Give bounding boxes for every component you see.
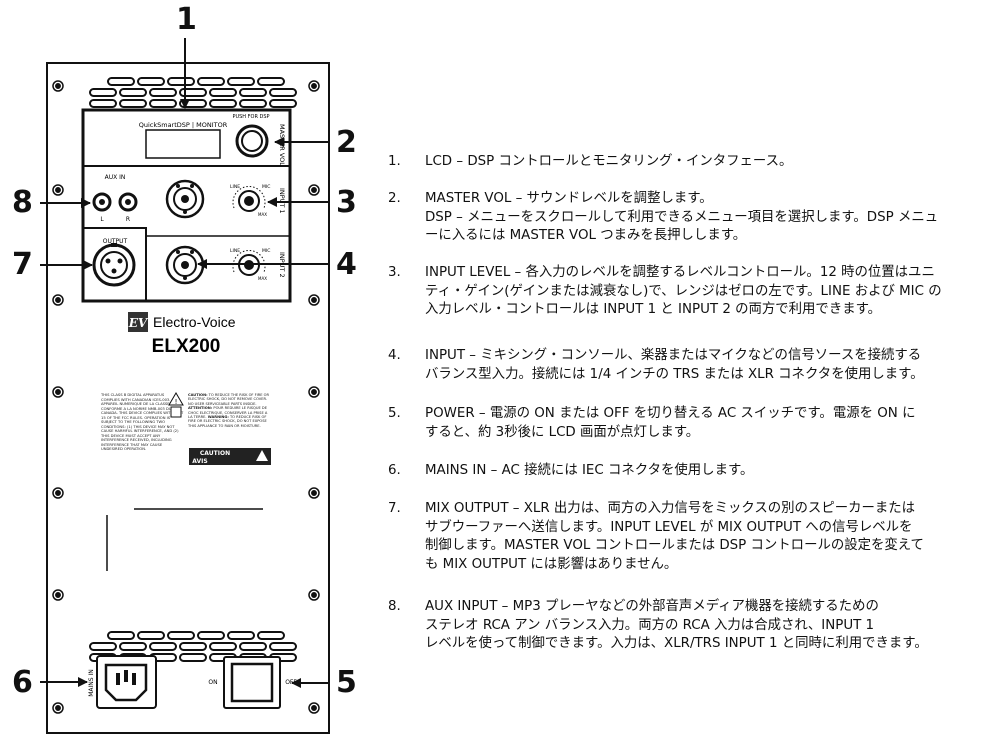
description-item-4: 4. INPUT – ミキシング・コンソール、楽器またはマイクなどの信号ソースを…	[388, 347, 994, 384]
mix-output-xlr-jack[interactable]	[92, 243, 136, 287]
input1-level-knob[interactable]	[232, 186, 266, 212]
description-line: すると、約 3秒後に LCD 画面が点灯します。	[425, 424, 700, 440]
description-number: 6.	[388, 463, 401, 478]
screw-hole	[311, 187, 317, 193]
svg-text:CAUTION: CAUTION	[200, 450, 230, 457]
screw-hole	[55, 389, 61, 395]
description-line: AUX INPUT – MP3 プレーヤなどの外部音声メディア機器を接続するため…	[425, 599, 879, 614]
screw-hole	[311, 490, 317, 496]
input2-combo-jack[interactable]	[165, 245, 205, 285]
description-item-7: 7. MIX OUTPUT – XLR 出力は、両方の入力信号をミックスの別のス…	[388, 500, 994, 574]
description-number: 8.	[388, 599, 401, 614]
svg-text:EV: EV	[128, 316, 149, 330]
screw-hole	[55, 490, 61, 496]
screw-hole	[55, 592, 61, 598]
description-number: 3.	[388, 265, 401, 280]
master-vol-label: MASTER VOL	[278, 124, 286, 166]
description-item-2: 2. MASTER VOL – サウンドレベルを調整します。 DSP – メニュ…	[388, 190, 994, 246]
regulatory-notice: THIS CLASS B DIGITAL APPARATUS COMPLIES …	[101, 393, 183, 451]
description-line: も MIX OUTPUT には影響はありません。	[425, 556, 678, 572]
description-line: DSP – メニューをスクロールして利用できるメニュー項目を選択します。DSP …	[425, 209, 939, 225]
triangle-warning-icon: !	[168, 392, 184, 418]
description-line: POWER – 電源の ON または OFF を切り替える AC スイッチです。…	[425, 406, 916, 421]
lcd-screen	[145, 129, 221, 159]
screw-hole	[311, 592, 317, 598]
description-line: 入力レベル・コントロールは INPUT 1 と INPUT 2 の両方で利用でき…	[425, 302, 882, 317]
input1-combo-jack[interactable]	[165, 179, 205, 219]
screw-hole	[55, 83, 61, 89]
power-switch[interactable]	[223, 656, 281, 709]
callout-number-5: 5	[336, 665, 357, 700]
model-name: ELX200	[152, 336, 221, 357]
callout-number-3: 3	[336, 185, 357, 220]
aux-l-label: L	[100, 216, 104, 223]
screw-hole	[311, 705, 317, 711]
description-line: MAINS IN – AC 接続には IEC コネクタを使用します。	[425, 463, 754, 478]
top-vent-slots	[89, 77, 297, 108]
description-line: 制御します。MASTER VOL コントロールまたは DSP コントロールの設定…	[425, 538, 924, 553]
iec-mains-inlet[interactable]	[96, 655, 157, 709]
screw-hole	[55, 297, 61, 303]
description-item-6: 6. MAINS IN – AC 接続には IEC コネクタを使用します。	[388, 462, 994, 481]
description-line: LCD – DSP コントロールとモニタリング・インタフェース。	[425, 154, 793, 169]
description-line: MIX OUTPUT – XLR 出力は、両方の入力信号をミックスの別のスピーカ…	[425, 501, 916, 516]
callout-number-2: 2	[336, 125, 357, 160]
output-divider	[83, 227, 147, 301]
brand-name: Electro-Voice	[153, 314, 236, 330]
description-line: MASTER VOL – サウンドレベルを調整します。	[425, 191, 713, 206]
mains-in-label: MAINS IN	[88, 669, 95, 697]
description-line: サブウーファーへ送信します。INPUT LEVEL が MIX OUTPUT へ…	[425, 519, 913, 535]
input1-line-label: LINE	[230, 184, 240, 190]
aux-r-label: R	[126, 216, 130, 223]
description-number: 5.	[388, 406, 401, 421]
description-number: 4.	[388, 348, 401, 363]
lcd-label: QuickSmartDSP | MONITOR	[139, 121, 228, 129]
description-item-1: 1. LCD – DSP コントロールとモニタリング・インタフェース。	[388, 153, 994, 172]
input2-max-label: MAX	[258, 276, 267, 281]
screw-hole	[55, 187, 61, 193]
description-line: バランス型入力。接続には 1/4 インチの TRS または XLR コネクタを使…	[425, 366, 924, 382]
description-line: INPUT – ミキシング・コンソール、楽器またはマイクなどの信号ソースを接続す…	[425, 348, 922, 363]
description-item-3: 3. INPUT LEVEL – 各入力のレベルを調整するレベルコントロール。1…	[388, 264, 994, 320]
push-for-dsp-label: PUSH FOR DSP	[232, 114, 269, 120]
svg-text:!: !	[175, 398, 178, 406]
input1-mic-label: MIC	[262, 184, 270, 190]
description-line: ティ・ゲイン(ゲインまたは減衰なし)で、レンジはゼロの左です。LINE および …	[425, 283, 942, 299]
description-line: レベルを使って制御できます。入力は、XLR/TRS INPUT 1 と同時に利用…	[425, 636, 928, 651]
description-item-5: 5. POWER – 電源の ON または OFF を切り替える AC スイッチ…	[388, 405, 994, 442]
screw-hole	[311, 297, 317, 303]
description-number: 1.	[388, 154, 401, 169]
screw-hole	[55, 705, 61, 711]
description-line: INPUT LEVEL – 各入力のレベルを調整するレベルコントロール。12 時…	[425, 265, 935, 280]
input2-mic-label: MIC	[262, 248, 270, 254]
input2-line-label: LINE	[230, 248, 240, 254]
caution-notice: CAUTION: TO REDUCE THE RISK OF FIRE OR E…	[188, 393, 269, 428]
caution-avis-box: CAUTION AVIS	[189, 448, 271, 465]
ev-logo: EV	[128, 312, 149, 332]
description-line: ステレオ RCA アン バランス入力。両方の RCA 入力は合成され、INPUT…	[425, 617, 875, 633]
screw-holes	[52, 80, 320, 714]
aux-in-right-jack[interactable]	[118, 192, 138, 212]
callout-number-1: 1	[176, 2, 197, 37]
callout-number-7: 7	[12, 247, 33, 282]
input1-max-label: MAX	[258, 212, 267, 217]
screw-hole	[311, 389, 317, 395]
callout-number-8: 8	[12, 185, 33, 220]
switch-on-label: ON	[208, 679, 217, 686]
description-line: ーに入るには MASTER VOL つまみを長押しします。	[425, 228, 747, 243]
aux-in-label: AUX IN	[105, 174, 126, 181]
callout-number-6: 6	[12, 665, 33, 700]
screw-hole	[311, 83, 317, 89]
output-label: OUTPUT	[103, 238, 128, 245]
description-item-8: 8. AUX INPUT – MP3 プレーヤなどの外部音声メディア機器を接続す…	[388, 598, 994, 654]
description-number: 2.	[388, 191, 401, 206]
svg-text:AVIS: AVIS	[192, 458, 207, 465]
description-number: 7.	[388, 501, 401, 516]
input1-label: INPUT 1	[278, 188, 286, 214]
callout-number-4: 4	[336, 247, 357, 282]
aux-in-left-jack[interactable]	[92, 192, 112, 212]
